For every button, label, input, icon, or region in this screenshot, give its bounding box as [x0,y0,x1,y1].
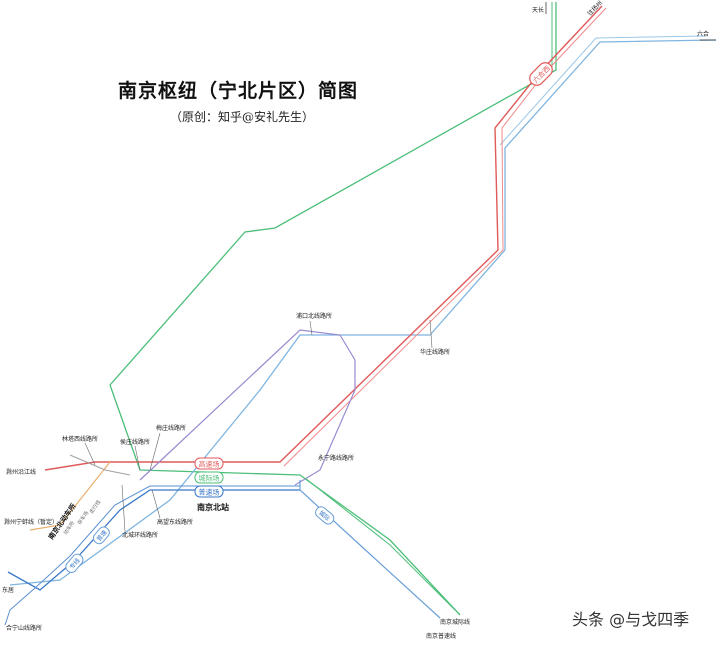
junction-gaowang-east-tick [151,489,161,519]
junction-huazhuang: 华庄线路所 [420,348,450,356]
junction-yongning: 永宁路线路所 [318,454,354,462]
chengji-badge[interactable] [194,471,224,484]
dir-tianchang: 天长 [532,6,544,14]
chengji-tag-badge[interactable] [313,505,335,526]
junction-beichenghuan-tick [121,484,126,532]
junction-qiaozhuang: 侯庄线路所 [120,438,150,446]
map-title: 南京枢纽（宁北片区）简图 [118,80,359,102]
dir-nanjing-normal: 南京普速线 [426,632,456,640]
watermark: 头条 @与戈四季 [572,610,690,629]
dir-hefei-line: 合宁山线路所 [6,624,42,632]
junction-gaowang-east: 高望东线路所 [157,518,193,526]
se-intercity [299,480,441,619]
dir-yangzhou: 往扬州 [586,0,604,17]
gray-link [69,454,131,476]
dir-liuhe-east: 六合 [697,30,709,38]
normal-line-north [499,35,707,146]
pusu-badge[interactable] [194,485,224,498]
map-subtitle: （原创：知乎@安礼先生） [170,110,315,124]
se-normal [304,477,456,611]
nanjingbei-label: 南京北站 [197,502,229,512]
junction-beichenghuan: 北城环线路所 [122,531,158,539]
dir-dongju: 东居 [2,586,14,594]
high-speed-line-2 [283,7,607,467]
junction-linta-west: 林塔西线路所 [62,435,98,443]
junction-pukou-north: 浦口北线路所 [296,312,332,320]
puzhen-badge[interactable] [91,525,111,546]
dir-chuzhou-jiang: 滁州沿江线 [6,468,36,476]
junction-linta-west-tick [84,442,96,466]
chengji-label: 城际场 [199,474,220,483]
dir-nanjing-city: 南京城际线 [440,618,470,626]
normal-line-liuhe [9,39,717,586]
small-depot-3: 走行线 [88,499,102,515]
junction-qiaozhuang-tick [134,445,141,471]
zhuanxian-badge[interactable] [64,552,85,574]
high-speed-line [44,5,603,471]
dir-chuzhou-ningbang: 滁州宁蚌线（暂定） [4,518,58,526]
liuhe-west-badge[interactable] [527,60,555,88]
pusu-label: 普速场 [199,488,220,497]
orange-line [29,461,111,531]
junction-meizhuang: 梅庄线路所 [156,424,186,432]
blue-main-line-2 [4,485,300,626]
junction-meizhuang-tick [149,432,161,471]
intercity-line-north [109,2,557,616]
junction-pukou-north-tick [309,320,313,336]
junction-huazhuang-tick [429,319,433,349]
gaosu-badge[interactable] [194,457,224,470]
purple-loop [139,329,356,486]
gaosu-label: 高速场 [199,460,220,469]
